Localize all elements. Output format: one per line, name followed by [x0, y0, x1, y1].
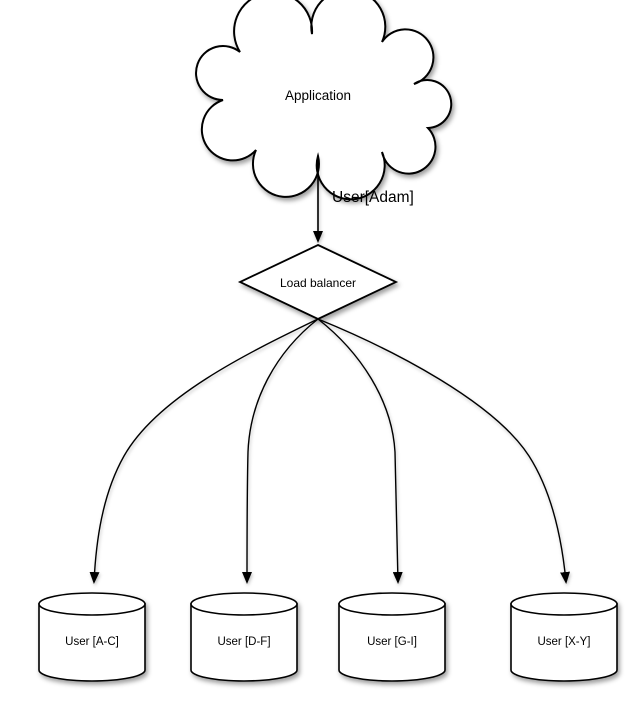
cylinder-body	[190, 603, 298, 682]
shard-cylinder-4: User [X-Y]	[510, 592, 618, 682]
lb-to-shard4-arrow	[317, 318, 571, 584]
cylinder-top	[38, 592, 146, 616]
cylinder-body	[338, 603, 446, 682]
application-cloud-node: Application	[195, 0, 453, 201]
application-label: Application	[285, 88, 351, 103]
cylinder-top	[190, 592, 298, 616]
cylinder-body	[38, 603, 146, 682]
shard-label: User [G-I]	[367, 636, 417, 648]
lb-to-shard2-arrow	[242, 318, 319, 584]
shard-cylinder-2: User [D-F]	[190, 592, 298, 682]
shard-cylinder-1: User [A-C]	[38, 592, 146, 682]
cylinder-top	[510, 592, 618, 616]
shard-cylinder-3: User [G-I]	[338, 592, 446, 682]
load-balancer-label: Load balancer	[280, 276, 356, 290]
app-to-lb-edge-label: User[Adam]	[332, 189, 414, 206]
cylinder-body	[510, 603, 618, 682]
lb-to-shards-edges	[89, 318, 571, 584]
load-balancer-node: Load balancer	[237, 244, 399, 320]
shard-label: User [D-F]	[217, 636, 270, 648]
cloud-shape	[195, 0, 453, 201]
shard-label: User [X-Y]	[537, 636, 590, 648]
cylinder-top	[338, 592, 446, 616]
lb-to-shard3-arrow	[317, 318, 403, 584]
lb-to-shard1-arrow	[89, 318, 319, 584]
shard-label: User [A-C]	[65, 636, 119, 648]
